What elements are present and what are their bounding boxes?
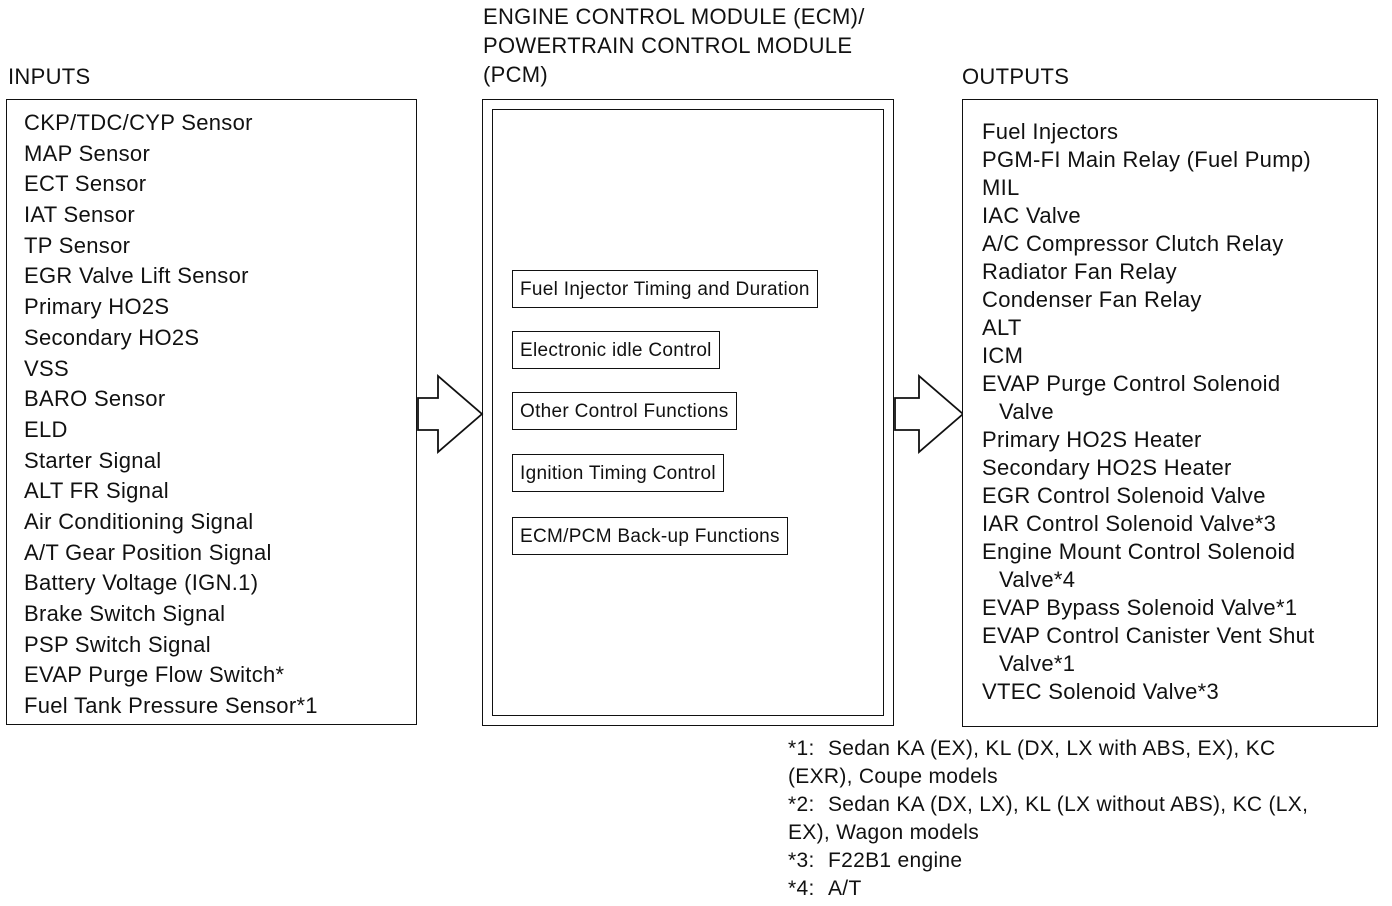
footnote-text-continued: (EXR), Coupe models (788, 765, 998, 788)
ecm-heading-line1: ENGINE CONTROL MODULE (ECM)/ (483, 4, 865, 29)
footnote-text: Sedan KA (DX, LX), KL (LX without ABS), … (828, 793, 1309, 816)
input-item: BARO Sensor (24, 386, 166, 412)
footnote: *3: F22B1 engine (788, 847, 1308, 875)
footnote-text: A/T (828, 877, 862, 900)
input-item: EVAP Purge Flow Switch* (24, 662, 285, 688)
output-item: EGR Control Solenoid Valve (982, 483, 1266, 508)
input-item: ECT Sensor (24, 171, 147, 197)
footnote-key: *2: (788, 793, 815, 816)
function-other-control: Other Control Functions (512, 392, 737, 430)
input-item: Fuel Tank Pressure Sensor*1 (24, 693, 318, 719)
output-item: VTEC Solenoid Valve*3 (982, 679, 1220, 704)
footnote: *4: A/T (788, 875, 1308, 903)
ecm-heading-line2: POWERTRAIN CONTROL MODULE (483, 33, 853, 58)
output-item: ICM (982, 343, 1024, 368)
function-ignition-timing-control: Ignition Timing Control (512, 454, 724, 492)
input-item: ELD (24, 416, 68, 442)
ecm-box (482, 99, 894, 726)
footnote: *1: Sedan KA (EX), KL (DX, LX with ABS, E… (788, 735, 1308, 763)
output-item: Engine Mount Control Solenoid (982, 539, 1296, 564)
output-item: Primary HO2S Heater (982, 427, 1202, 452)
output-item: EVAP Bypass Solenoid Valve*1 (982, 595, 1298, 620)
footnote-text: F22B1 engine (828, 849, 963, 872)
output-item: Valve*1 (999, 651, 1076, 676)
output-item: Secondary HO2S Heater (982, 455, 1232, 480)
output-item: EVAP Control Canister Vent Shut (982, 623, 1315, 648)
footnote-key: *1: (788, 737, 815, 760)
input-item: Air Conditioning Signal (24, 508, 254, 534)
input-item: Secondary HO2S (24, 324, 200, 350)
input-item: VSS (24, 355, 69, 381)
footnotes: *1: Sedan KA (EX), KL (DX, LX with ABS, E… (788, 735, 1308, 903)
input-item: Primary HO2S (24, 294, 170, 320)
input-item: A/T Gear Position Signal (24, 539, 272, 565)
inputs-to-ecm-arrow-icon (417, 374, 484, 454)
input-item: Brake Switch Signal (24, 601, 226, 626)
output-item: Radiator Fan Relay (982, 259, 1177, 284)
output-item: EVAP Purge Control Solenoid (982, 371, 1281, 396)
outputs-box (962, 99, 1378, 727)
output-item: PGM-FI Main Relay (Fuel Pump) (982, 147, 1311, 172)
footnote: *2: Sedan KA (DX, LX), KL (LX without ABS… (788, 791, 1308, 819)
output-item: Condenser Fan Relay (982, 287, 1202, 312)
function-fuel-injector-timing: Fuel Injector Timing and Duration (512, 270, 818, 308)
input-item: EGR Valve Lift Sensor (24, 263, 249, 289)
footnote-key: *3: (788, 849, 815, 872)
ecm-to-outputs-arrow-icon (894, 374, 965, 454)
output-item: MIL (982, 175, 1020, 200)
output-item: ALT (982, 315, 1022, 340)
output-item: A/C Compressor Clutch Relay (982, 231, 1284, 256)
footnote-text: Sedan KA (EX), KL (DX, LX with ABS, EX),… (828, 737, 1276, 760)
ecm-heading: ENGINE CONTROL MODULE (ECM)/ POWERTRAIN … (483, 2, 865, 89)
footnote-text-continued: EX), Wagon models (788, 821, 980, 844)
ecm-inner-box (492, 109, 884, 716)
output-item: Fuel Injectors (982, 119, 1119, 144)
inputs-heading: INPUTS (8, 64, 91, 89)
function-ecm-pcm-backup: ECM/PCM Back-up Functions (512, 517, 788, 555)
input-item: Starter Signal (24, 447, 162, 473)
footnote-key: *4: (788, 877, 815, 900)
input-item: MAP Sensor (24, 140, 151, 166)
output-item: IAR Control Solenoid Valve*3 (982, 511, 1277, 536)
output-item: Valve*4 (999, 567, 1076, 592)
input-item: Battery Voltage (IGN.1) (24, 570, 259, 596)
outputs-heading: OUTPUTS (962, 64, 1070, 89)
input-item: ALT FR Signal (24, 478, 169, 504)
output-item: IAC Valve (982, 203, 1081, 228)
inputs-box (6, 99, 417, 725)
input-item: IAT Sensor (24, 202, 136, 228)
input-item: CKP/TDC/CYP Sensor (24, 110, 253, 135)
ecm-heading-line3: (PCM) (483, 62, 549, 87)
input-item: TP Sensor (24, 232, 131, 258)
input-item: PSP Switch Signal (24, 631, 211, 657)
function-electronic-idle-control: Electronic idle Control (512, 331, 720, 369)
output-item: Valve (999, 399, 1054, 424)
